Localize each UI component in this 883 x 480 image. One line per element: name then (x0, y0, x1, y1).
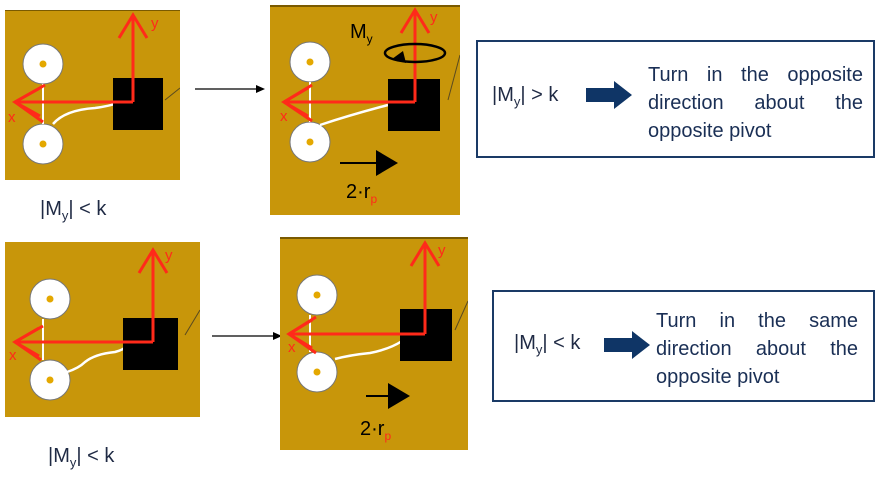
panel-bottom-right: y x 2·rp (280, 237, 468, 450)
shift-label: 2·rp (360, 418, 391, 443)
moment-label: My (350, 21, 373, 46)
y-axis-label: y (151, 15, 159, 32)
label-top-left: |My| < k (40, 198, 107, 223)
result-line-2: direction about the (648, 92, 863, 114)
panel-top-right: y x My 2·rp (270, 5, 460, 215)
result-line-1: Turn in the opposite (648, 64, 863, 86)
result-line-3: opposite pivot (656, 366, 780, 388)
x-axis-label: x (8, 109, 16, 126)
shift-label: 2·rp (346, 181, 377, 206)
moment-rotation-icon (383, 42, 447, 64)
rule-box-bottom: |My| < k Turn in the same direction abou… (492, 290, 875, 402)
y-axis-label: y (165, 247, 173, 264)
panel-bottom-left: y x (5, 242, 200, 417)
y-axis-label: y (438, 242, 446, 259)
x-axis-label: x (288, 339, 296, 356)
arrow-right-icon (212, 332, 282, 340)
x-axis-label: x (280, 108, 288, 125)
result-line-2: direction about the (656, 338, 858, 360)
robot-body (123, 318, 178, 370)
panel-top-left: y x (5, 10, 180, 180)
robot-body (113, 78, 163, 130)
label-bottom-left: |My| < k (48, 445, 115, 470)
block-arrow-icon (586, 81, 632, 109)
shift-arrow-icon (376, 150, 398, 176)
block-arrow-icon (604, 331, 650, 359)
condition-text: |My| < k (514, 332, 581, 357)
result-line-1: Turn in the same (656, 310, 858, 332)
x-axis-label: x (9, 347, 17, 364)
rule-box-top: |My| > k Turn in the opposite direction … (476, 40, 875, 158)
result-line-3: opposite pivot (648, 120, 772, 142)
condition-text: |My| > k (492, 84, 559, 109)
shift-arrow-icon (388, 383, 410, 409)
arrow-right-icon (195, 85, 265, 93)
y-axis-label: y (430, 9, 438, 26)
